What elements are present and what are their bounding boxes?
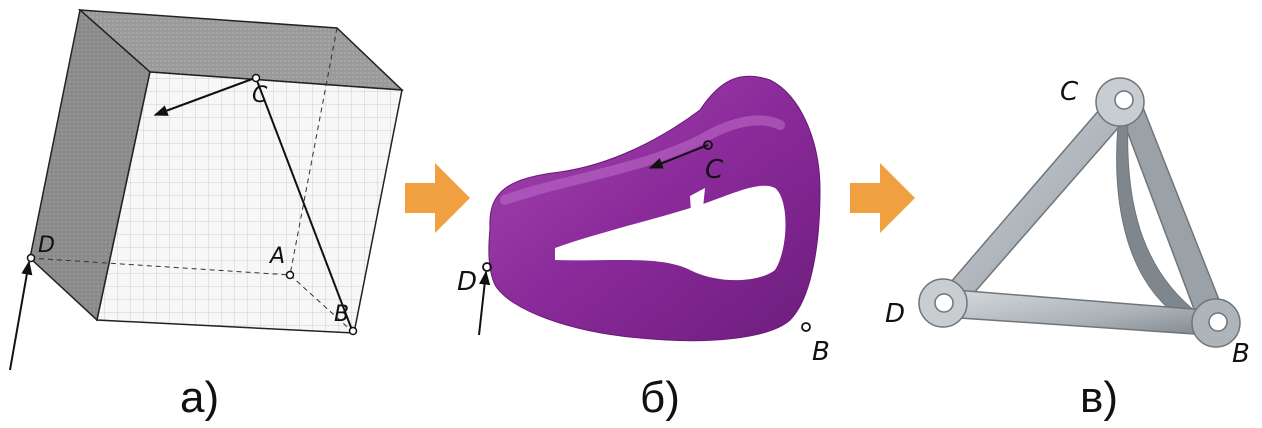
hidden-edge bbox=[289, 27, 338, 276]
point-a-label: A bbox=[268, 244, 285, 269]
point-d-marker bbox=[26, 253, 36, 263]
transition-arrow-1 bbox=[405, 163, 470, 233]
load-arrow-c bbox=[153, 77, 256, 116]
panel-c-final-part: C D B в) bbox=[885, 77, 1250, 422]
point-d-marker bbox=[482, 262, 492, 272]
topology-notch bbox=[690, 188, 705, 230]
boss-d bbox=[918, 278, 968, 328]
panel-a-caption: а) bbox=[180, 373, 219, 422]
point-b-label: B bbox=[812, 337, 830, 367]
point-d-label: D bbox=[38, 233, 55, 258]
point-c-label: C bbox=[1060, 77, 1079, 107]
panel-c-caption: в) bbox=[1080, 373, 1118, 422]
boss-b bbox=[1191, 298, 1241, 348]
panel-b-topology-result: C D B б) bbox=[457, 75, 830, 422]
point-c-marker bbox=[703, 140, 713, 150]
support-line-c-b bbox=[255, 77, 353, 331]
panel-b-caption: б) bbox=[640, 373, 680, 422]
point-c-marker bbox=[251, 73, 261, 83]
point-c-label: C bbox=[252, 83, 268, 108]
panel-a-design-domain: C D A B а) bbox=[9, 8, 405, 422]
strut-c-d bbox=[942, 93, 1134, 303]
load-arrow-d bbox=[9, 260, 33, 371]
point-b-marker bbox=[801, 322, 811, 332]
topology-upper-strip bbox=[500, 115, 785, 205]
point-b-label: B bbox=[1232, 339, 1250, 369]
point-b-marker bbox=[348, 326, 358, 336]
hidden-edge bbox=[29, 257, 291, 276]
point-a-marker bbox=[285, 270, 295, 280]
point-d-label: D bbox=[457, 267, 477, 297]
load-arrow-d bbox=[478, 270, 491, 336]
load-arrow-c bbox=[648, 144, 709, 169]
cube-front-face bbox=[96, 71, 403, 334]
point-b-label: B bbox=[334, 302, 349, 327]
point-c-label: C bbox=[705, 155, 724, 185]
topology-hole bbox=[555, 185, 786, 281]
point-d-label: D bbox=[885, 299, 905, 329]
boss-c bbox=[1095, 77, 1145, 127]
transition-arrow-2 bbox=[850, 163, 915, 233]
